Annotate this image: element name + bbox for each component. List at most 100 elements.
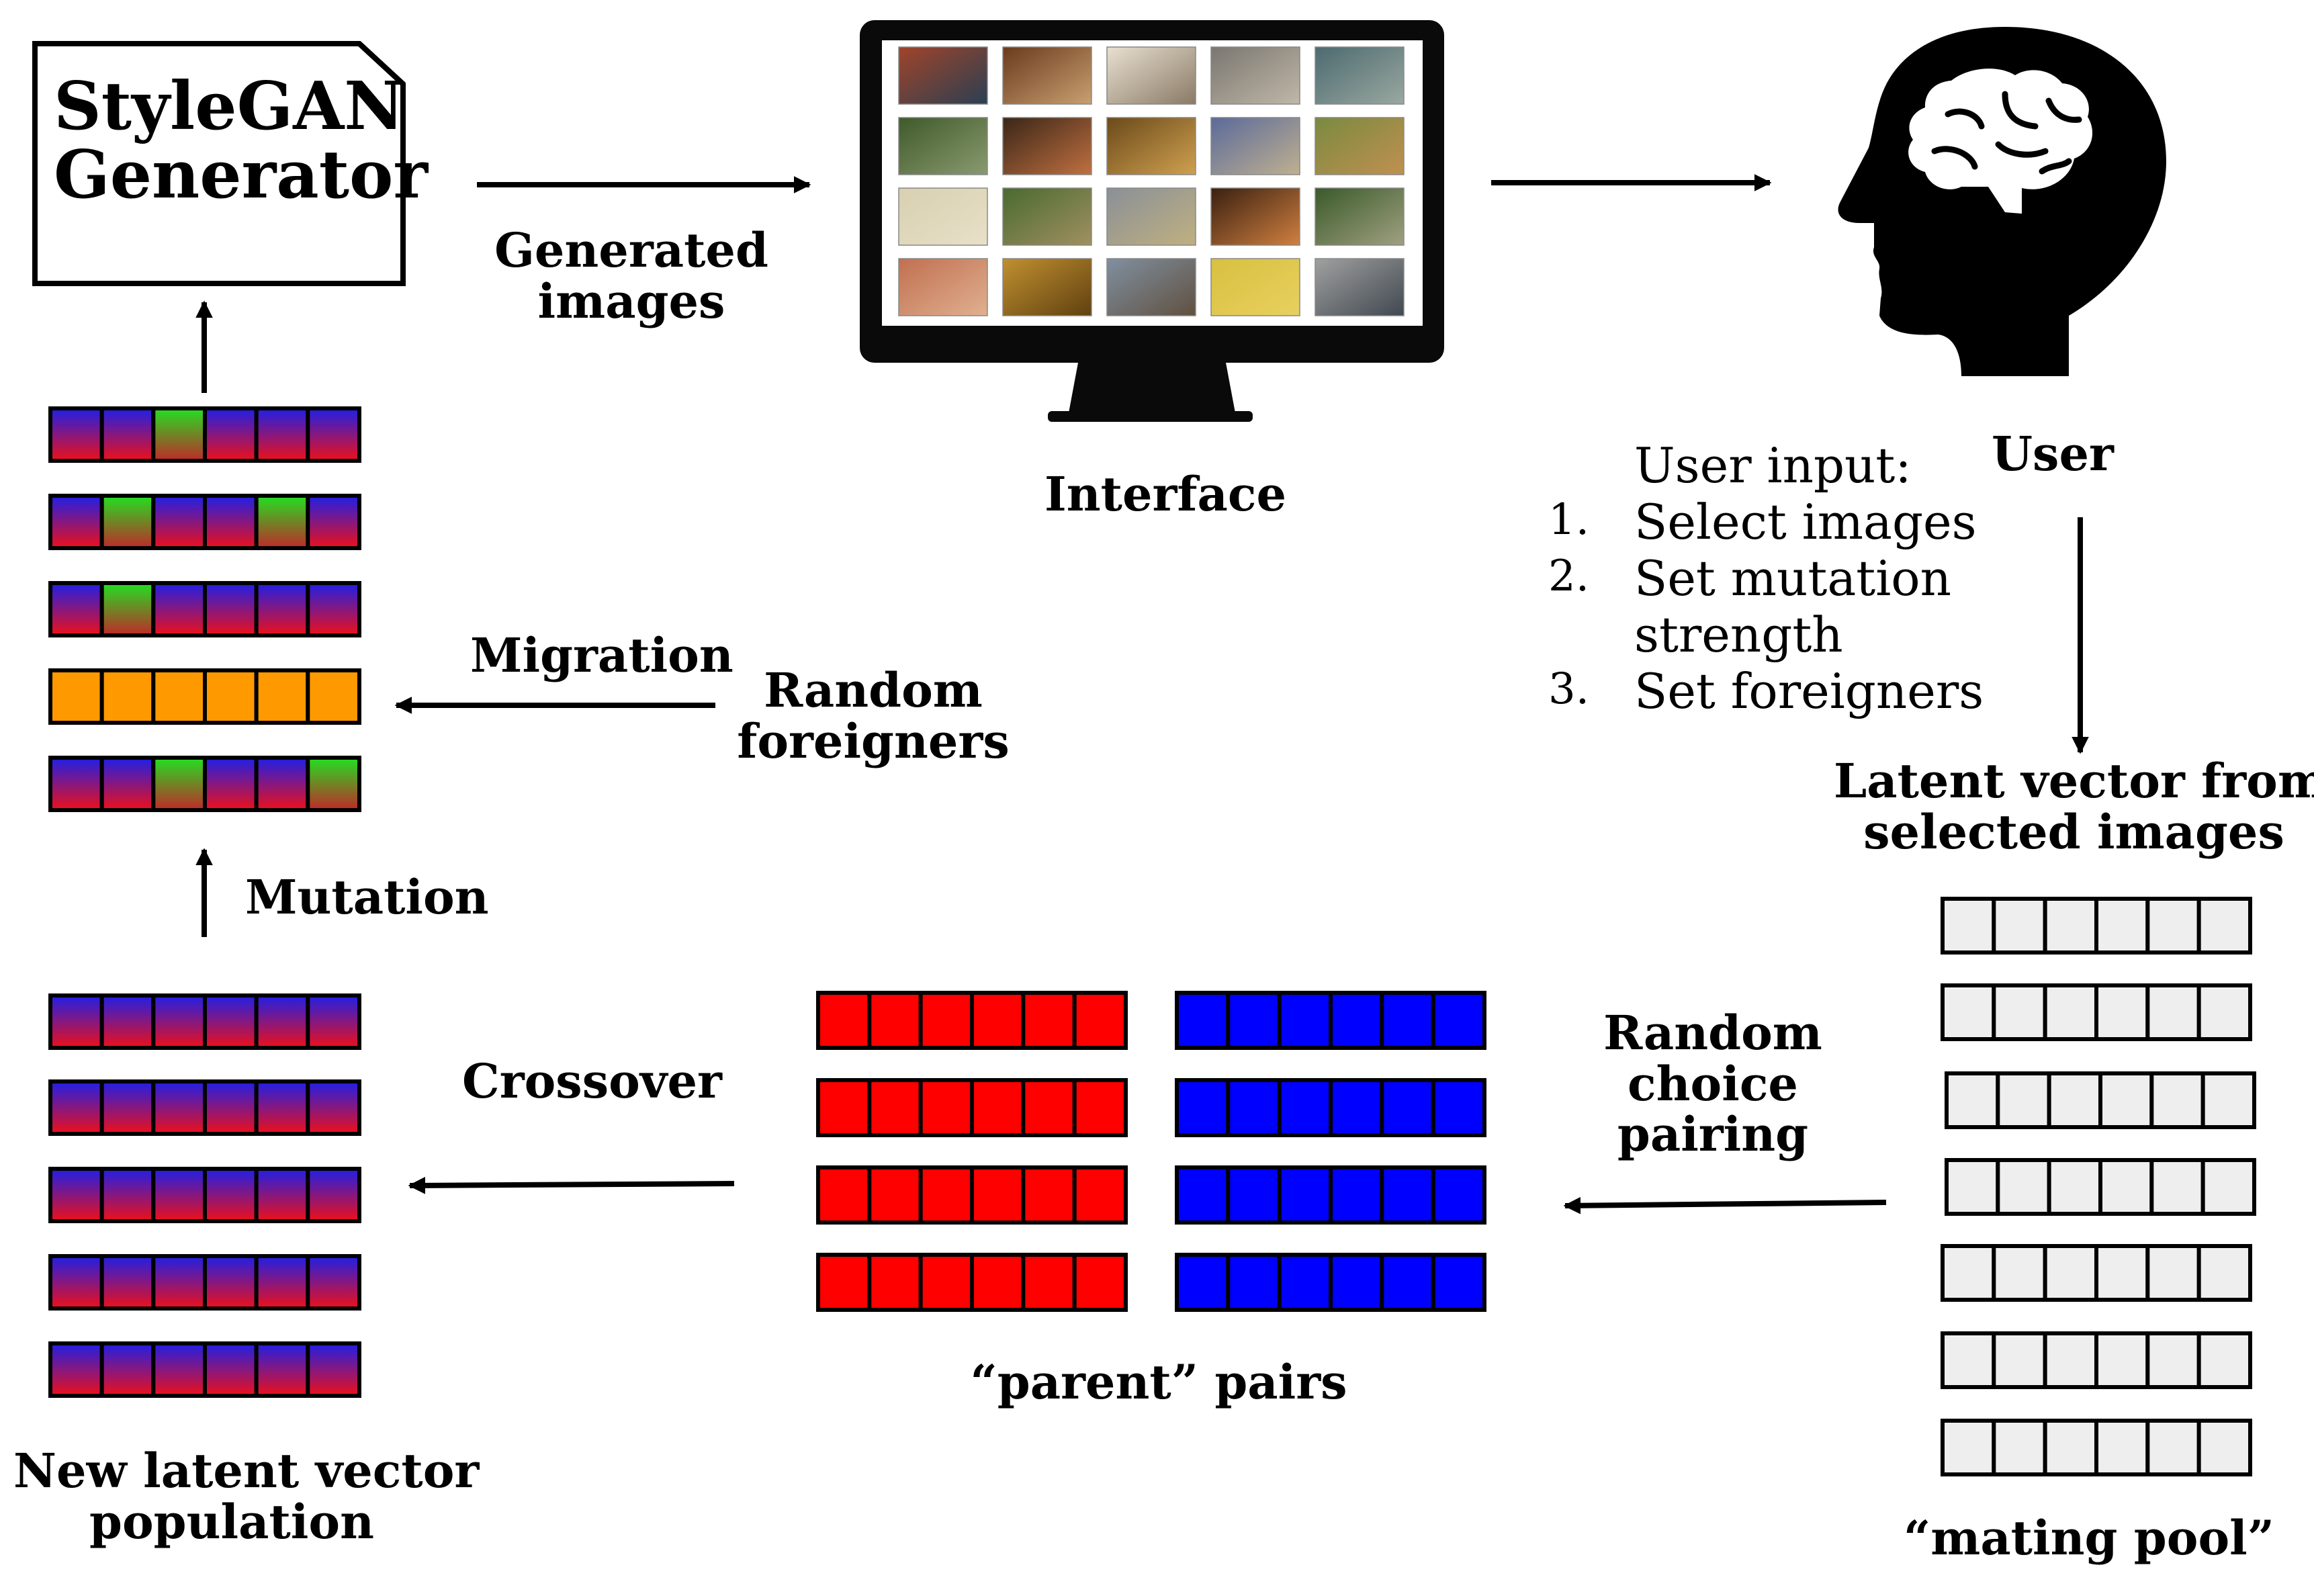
latent-vectors [48, 406, 2257, 1476]
gene-cell [1226, 1165, 1282, 1225]
gene-cell [1945, 1071, 2000, 1129]
generated-image-thumbnail[interactable] [1315, 187, 1405, 246]
gene-cell [1941, 983, 1996, 1041]
population-vector-offspring [48, 993, 362, 1050]
gene-cell [203, 581, 259, 637]
gene-cell [254, 406, 310, 463]
gene-cell [254, 1341, 310, 1398]
gene-cell [151, 494, 207, 550]
gene-cell [816, 1253, 872, 1312]
gene-cell [816, 1078, 872, 1137]
generated-image-thumbnail[interactable] [1210, 46, 1300, 105]
generated-image-thumbnail[interactable] [1210, 117, 1300, 175]
gene-cell [867, 1253, 923, 1312]
gene-cell [2098, 1071, 2154, 1129]
gene-cell [1941, 897, 1996, 955]
gene-cell [2149, 1071, 2205, 1129]
user-input-num-3: 3. [1548, 664, 1590, 714]
mating-pool-vector [1941, 1331, 2253, 1389]
gene-cell [2200, 1071, 2257, 1129]
gene-cell [1175, 1253, 1231, 1312]
generated-image-thumbnail[interactable] [1106, 117, 1196, 175]
user-head-icon [1838, 27, 2166, 376]
gene-cell [1277, 991, 1333, 1050]
new-population-line2: population [89, 1493, 374, 1550]
gene-cell [1329, 1078, 1384, 1137]
gene-cell [254, 1167, 310, 1223]
population-vector-mutated [48, 581, 362, 637]
generated-image-thumbnail[interactable] [1002, 117, 1092, 175]
gene-cell [2145, 1244, 2201, 1302]
parent-pairs-label: “parent” pairs [970, 1354, 1347, 1410]
gene-cell [1992, 1419, 2047, 1476]
gene-cell [2094, 1244, 2150, 1302]
generated-images-line1: Generated [494, 222, 768, 278]
gene-cell [306, 993, 362, 1050]
population-vector-offspring [48, 1254, 362, 1311]
gene-cell [816, 1165, 872, 1225]
gene-cell [1431, 1165, 1487, 1225]
gene-cell [1072, 991, 1128, 1050]
gene-cell [2200, 1158, 2257, 1216]
generated-image-thumbnail[interactable] [1315, 46, 1405, 105]
mating-pool-label: “mating pool” [1903, 1510, 2274, 1566]
generated-images-line2: images [537, 273, 725, 329]
migration-label: Migration [470, 627, 733, 683]
gene-cell [2196, 983, 2253, 1041]
generator-label-line2: Generator [54, 136, 429, 214]
generated-image-thumbnail[interactable] [898, 117, 988, 175]
gene-cell [1431, 1078, 1487, 1137]
gene-cell [2047, 1158, 2103, 1216]
generated-image-thumbnail[interactable] [898, 258, 988, 316]
generator-box [32, 41, 406, 286]
generated-image-thumbnail[interactable] [1106, 46, 1196, 105]
gene-cell [48, 1079, 104, 1136]
gene-cell [306, 668, 362, 725]
generated-image-thumbnail[interactable] [1106, 187, 1196, 246]
gene-cell [2043, 1244, 2099, 1302]
generated-image-thumbnail[interactable] [1210, 187, 1300, 246]
generator-label: StyleGAN Generator [54, 73, 428, 210]
arrow-pool-to-parents [1563, 1196, 1887, 1214]
gene-cell [1021, 991, 1077, 1050]
pairing-line1: Random [1603, 1005, 1822, 1061]
generated-image-thumbnail[interactable] [1002, 187, 1092, 246]
gene-cell [1226, 991, 1282, 1050]
gene-cell [1992, 897, 2047, 955]
generated-image-thumbnail[interactable] [1315, 258, 1405, 316]
gene-cell [1277, 1253, 1333, 1312]
gene-cell [203, 668, 259, 725]
generated-image-thumbnail[interactable] [1315, 117, 1405, 175]
gene-cell [254, 1079, 310, 1136]
gene-cell [151, 668, 207, 725]
generator-box-fold [357, 42, 405, 86]
generated-image-thumbnail[interactable] [1002, 258, 1092, 316]
gene-cell [1431, 991, 1487, 1050]
random-foreigners-line2: foreigners [737, 713, 1010, 769]
gene-cell [970, 1078, 1026, 1137]
gene-cell [2094, 897, 2150, 955]
gene-cell [1992, 1244, 2047, 1302]
gene-cell [203, 1167, 259, 1223]
gene-cell [1941, 1419, 1996, 1476]
gene-cell [306, 406, 362, 463]
gene-cell [99, 993, 156, 1050]
gene-cell [2149, 1158, 2205, 1216]
gene-cell [151, 581, 207, 637]
random-choice-pairing-label: Random choice pairing [1565, 1008, 1861, 1160]
gene-cell [2094, 983, 2150, 1041]
gene-cell [48, 1254, 104, 1311]
gene-cell [867, 1165, 923, 1225]
screen-image-grid [898, 46, 1405, 316]
generated-image-thumbnail[interactable] [1210, 258, 1300, 316]
generated-image-thumbnail[interactable] [898, 187, 988, 246]
gene-cell [1226, 1253, 1282, 1312]
gene-cell [2196, 897, 2253, 955]
generated-image-thumbnail[interactable] [1002, 46, 1092, 105]
generated-image-thumbnail[interactable] [1106, 258, 1196, 316]
generated-image-thumbnail[interactable] [898, 46, 988, 105]
gene-cell [151, 1254, 207, 1311]
gene-cell [1021, 1165, 1077, 1225]
gene-cell [99, 1079, 156, 1136]
